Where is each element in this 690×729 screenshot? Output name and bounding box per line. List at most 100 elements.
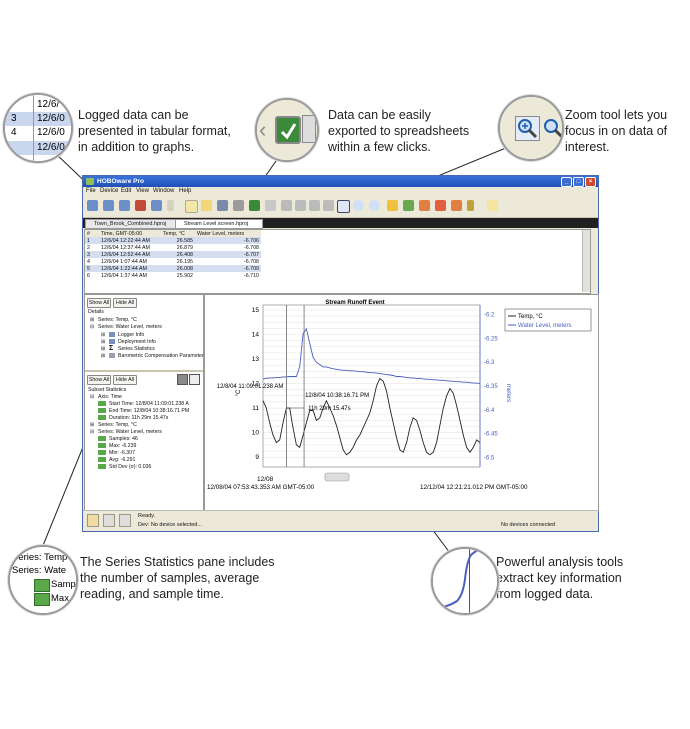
stats-grid-icon (98, 443, 106, 448)
table-row[interactable]: 4 12/6/04 1:07:44 AM 26.195 -6.708 (85, 258, 261, 265)
right-axis-label: meters (505, 384, 511, 402)
dropdown-icon[interactable] (167, 200, 174, 211)
zoom-in-icon (518, 119, 538, 139)
x-start-tick-label: 12/08 (257, 476, 274, 483)
new-file-icon[interactable] (185, 200, 198, 213)
column-header[interactable]: Temp, °C (163, 230, 185, 237)
print-icon[interactable] (265, 200, 276, 211)
status-device: Dev: No device selected... (138, 522, 202, 528)
tree-expander-icon[interactable]: ⊞ (101, 353, 106, 359)
pointer-icon[interactable] (281, 200, 292, 211)
launch-icon[interactable] (87, 200, 98, 211)
tree-expander-icon[interactable]: ⊞ (101, 332, 106, 338)
refresh-icon[interactable] (189, 374, 200, 385)
details-show-all-button[interactable]: Show All (87, 298, 111, 308)
column-header[interactable]: Water Level, meters (197, 230, 245, 237)
table-cell: 12/6/04 1:22:44 AM (101, 265, 147, 272)
x-end-full-label: 12/12/04 12:21:21.012 PM GMT-05:00 (420, 484, 528, 491)
tree-item-barometric[interactable]: Barometric Compensation Parameter (118, 353, 204, 359)
menu-window[interactable]: Window (153, 188, 175, 194)
tree-item-series-statistics[interactable]: Series Statistics (118, 346, 155, 352)
close-file-icon[interactable] (233, 200, 244, 211)
menu-help[interactable]: Help (179, 188, 192, 194)
magnify-icon[interactable] (323, 200, 334, 211)
open-folder-icon[interactable] (201, 200, 212, 211)
stats-hide-all-button[interactable]: Hide All (113, 375, 137, 385)
status-icon[interactable] (119, 200, 130, 211)
help-icon[interactable] (487, 200, 498, 211)
tree-expander-icon[interactable]: ⊞ (90, 422, 95, 428)
series-icon[interactable] (435, 200, 446, 211)
table-row[interactable]: 5 12/6/04 1:22:44 AM 26.008 -6.709 (85, 265, 261, 272)
window-title: HOBOware Pro (97, 178, 144, 185)
stats-grid-icon (98, 436, 106, 441)
left-tick-label: 13 (252, 356, 260, 363)
left-axis-label: °C (236, 389, 242, 396)
menu-edit[interactable]: Edit (121, 188, 132, 194)
plot-icon[interactable] (419, 200, 430, 211)
stats-start-time: Start Time: 12/8/04 11:09:01.238 A (109, 401, 189, 407)
analysis-icon[interactable] (387, 200, 398, 211)
maximize-button[interactable]: □ (573, 177, 584, 187)
tab-stream-level[interactable]: Stream Level screen.hproj (175, 219, 263, 229)
column-header[interactable]: Time, GMT-05:00 (101, 230, 143, 237)
magnifier-table: 12/6/ 3 12/6/0 4 12/6/0 12/6/0 (3, 93, 73, 163)
marker-icon[interactable] (467, 200, 474, 211)
menu-file[interactable]: File (86, 188, 96, 194)
table-cell: 26.408 (176, 251, 193, 258)
view-icon-2[interactable] (103, 514, 115, 527)
zoom-in-icon[interactable] (353, 200, 364, 211)
tree-expander-icon[interactable]: ⊞ (101, 346, 106, 352)
export-excel-icon[interactable] (249, 200, 260, 211)
view-icon-1[interactable] (87, 514, 99, 527)
checkmark-icon[interactable] (177, 374, 188, 385)
mag-table-cell: 12/6/0 (37, 127, 65, 138)
minimize-button[interactable]: _ (561, 177, 572, 187)
stop-icon[interactable] (135, 200, 146, 211)
filter-icon[interactable] (403, 200, 414, 211)
tree-item-logger-info[interactable]: Logger Info (118, 332, 145, 338)
stats-series-temp[interactable]: Series: Temp, °C (98, 422, 137, 428)
tree-expander-icon[interactable]: ⊟ (90, 324, 95, 330)
tree-item-deployment-info[interactable]: Deployment Info (118, 339, 156, 345)
close-button[interactable]: × (585, 177, 596, 187)
table-row[interactable]: 2 12/6/04 12:37:44 AM 26.879 -6.708 (85, 244, 261, 251)
table-scrollbar[interactable] (582, 230, 590, 292)
table-row[interactable]: 6 12/6/04 1:37:44 AM 25.902 -6.710 (85, 272, 261, 279)
magnifier-stats: Series: Temp Series: Wate Samp Max (8, 545, 78, 615)
table-cell: 1 (87, 237, 90, 244)
stats-min: Min: -6.307 (109, 450, 135, 456)
zoom-out-icon[interactable] (369, 200, 380, 211)
stats-axis-time[interactable]: Axis: Time (98, 394, 122, 400)
tree-item-water-level[interactable]: Series: Water Level, meters (98, 324, 162, 330)
hand-icon[interactable] (309, 200, 320, 211)
table-row[interactable]: 1 12/6/04 12:22:44 AM 26.585 -6.706 (85, 237, 261, 244)
table-row[interactable]: 3 12/6/04 12:52:44 AM 26.408 -6.707 (85, 251, 261, 258)
tree-expander-icon[interactable]: ⊞ (101, 339, 106, 345)
callout-tabular-line: Logged data can be (78, 108, 189, 122)
stats-series-water[interactable]: Series: Water Level, meters (98, 429, 162, 435)
callout-stats-line: The Series Statistics pane includes (80, 555, 275, 569)
menu-device[interactable]: Device (100, 188, 119, 194)
stats-show-all-button[interactable]: Show All (87, 375, 111, 385)
readout-icon[interactable] (103, 200, 114, 211)
tree-expander-icon[interactable]: ⊟ (90, 394, 95, 400)
crosshair-icon[interactable] (295, 200, 306, 211)
save-icon[interactable] (217, 200, 228, 211)
device-icon[interactable] (151, 200, 162, 211)
text-tool-icon[interactable] (337, 200, 350, 213)
details-hide-all-button[interactable]: Hide All (113, 298, 137, 308)
pane-splitter[interactable] (85, 370, 203, 372)
table-header-row: # Time, GMT-05:00 Temp, °C Water Level, … (85, 230, 261, 237)
properties-icon[interactable] (451, 200, 462, 211)
tree-expander-icon[interactable]: ⊞ (90, 317, 95, 323)
tree-item-temp[interactable]: Series: Temp, °C (98, 317, 137, 323)
magnifier-zoom (498, 95, 564, 161)
tab-town-brook[interactable]: Town_Brook_Combined.hproj (85, 219, 183, 229)
chart-svg[interactable]: Stream Runoff Event1514131211109-6.2-6.2… (205, 295, 598, 510)
column-header[interactable]: # (87, 230, 90, 237)
view-icon-3[interactable] (119, 514, 131, 527)
menu-view[interactable]: View (136, 188, 149, 194)
tree-expander-icon[interactable]: ⊟ (90, 429, 95, 435)
